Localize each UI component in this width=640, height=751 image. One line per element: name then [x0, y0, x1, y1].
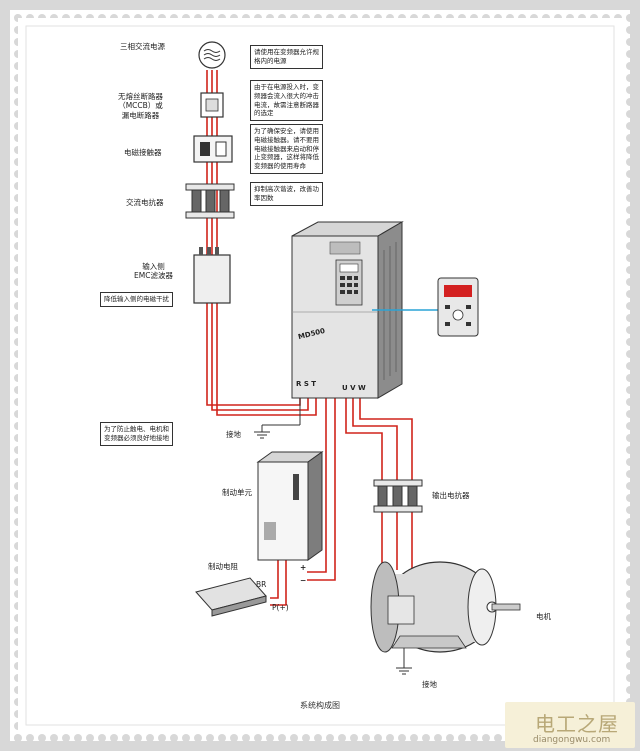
ac-reactor-label: 交流电抗器 — [126, 198, 164, 207]
power-note: 请使用在变频器允许规格内的电源 — [250, 45, 323, 69]
power-source-icon — [198, 41, 226, 69]
ground-symbol-top — [254, 398, 301, 439]
ac-reactor-icon — [185, 183, 235, 219]
brake-unit-icon — [256, 451, 324, 561]
output-reactor-icon — [373, 479, 423, 513]
emc-filter-icon — [193, 247, 231, 304]
terminal-uvw-label: U V W — [342, 384, 366, 392]
minus-label: − — [300, 576, 307, 585]
ground-top-label: 接地 — [226, 430, 241, 439]
breaker-label: 无熔丝断路器 （MCCB）或 漏电断路器 — [118, 92, 163, 120]
breaker-icon — [200, 92, 224, 118]
plus-label: + — [300, 563, 307, 572]
emc-note: 降低输入侧的电磁干扰 — [100, 292, 173, 307]
watermark-logo: 电工之屋 diangongwu.com — [505, 702, 635, 748]
br-label: BR — [256, 580, 267, 589]
contactor-note: 为了确保安全，请使用电磁接触器。请不要用电磁接触器来启动和停止变频器，这样将降低… — [250, 124, 323, 174]
watermark-url: diangongwu.com — [533, 735, 611, 745]
power-source-label: 三相交流电源 — [120, 42, 165, 51]
keypad-icon — [372, 277, 479, 337]
output-reactor-label: 输出电抗器 — [432, 491, 470, 500]
contactor-icon — [193, 135, 233, 163]
emc-filter-label: 输入侧 EMC滤波器 — [134, 262, 173, 281]
contactor-label: 电磁接触器 — [124, 148, 162, 157]
breaker-note: 由于在电源投入时，变频器会流入很大的冲击电流，故需注意断路器的选定 — [250, 80, 323, 122]
watermark-title: 电工之屋 — [535, 712, 619, 736]
p-plus-label: P(+) — [272, 603, 289, 612]
brake-unit-label: 制动单元 — [222, 488, 252, 497]
motor-icon — [370, 561, 521, 675]
brake-resistor-label: 制动电阻 — [208, 562, 238, 571]
motor-label: 电机 — [536, 612, 551, 621]
ground-note: 为了防止触电、电机和 变频器必须良好地接地 — [100, 422, 173, 446]
reactor-note: 抑制高次谐波，改善功率因数 — [250, 182, 323, 206]
diagram-caption: 系统构成图 — [300, 701, 340, 710]
brake-resistor-icon — [195, 577, 267, 617]
ground-bottom-label: 接地 — [422, 680, 437, 689]
input-wiring — [206, 70, 413, 606]
terminal-rst-label: R S T — [296, 380, 317, 388]
